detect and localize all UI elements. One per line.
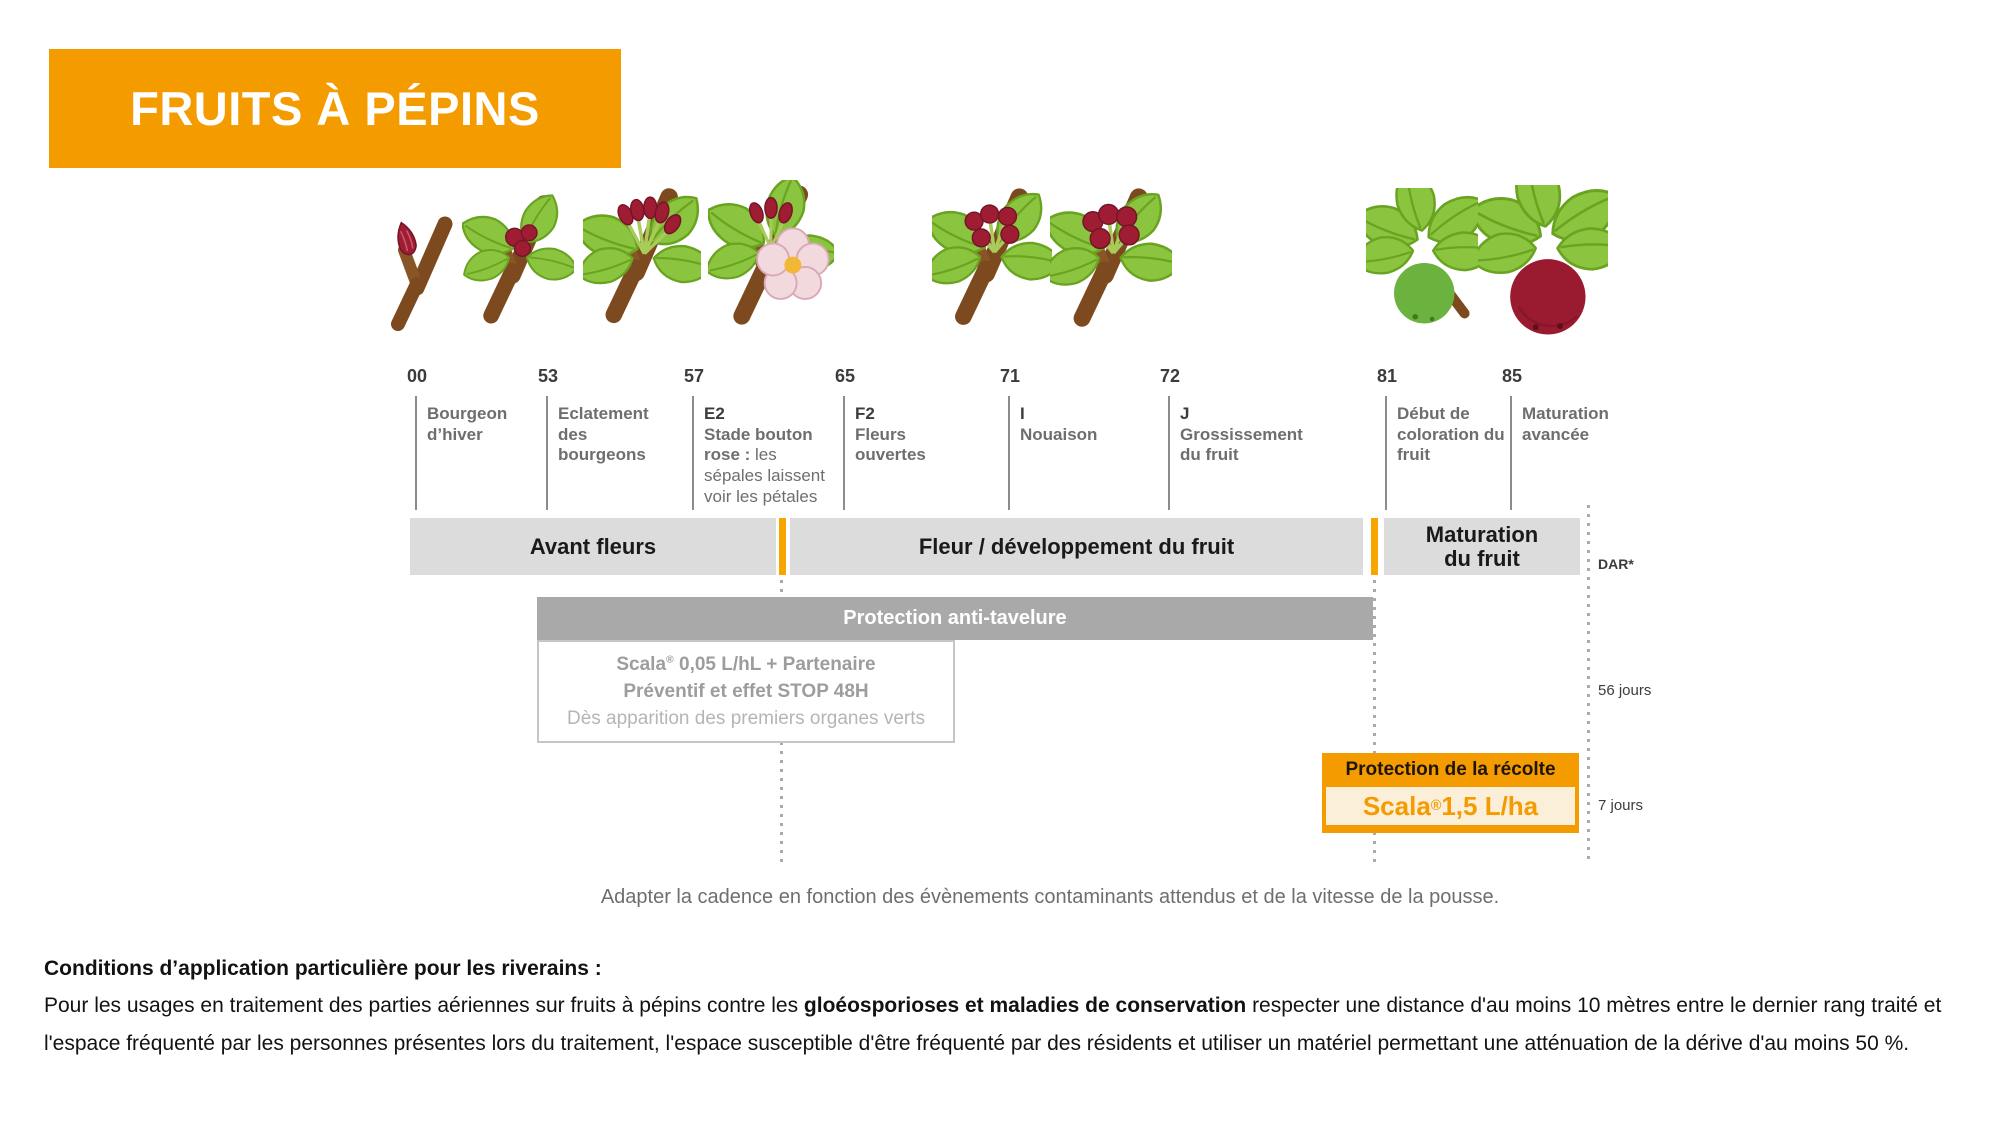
stage-marker-85: 85 Maturation avancée [1502, 366, 1609, 510]
guide-dotted-line [1373, 580, 1376, 862]
recolte-title: Protection de la récolte [1345, 759, 1556, 780]
tavelure-detail-box: Scala® 0,05 L/hL + Partenaire Préventif … [537, 640, 955, 743]
stage-tick-line [1385, 396, 1387, 510]
phase-label: Avant fleurs [529, 533, 657, 559]
phase-bar-maturation: Maturation du fruit [1384, 518, 1580, 575]
tavelure-bar-title: Protection anti-tavelure [537, 597, 1373, 640]
illustration-green-apple [1366, 188, 1478, 324]
illustration-bud-burst [462, 190, 574, 336]
stage-code: 71 [1000, 366, 1021, 386]
tavelure-dose: Scala® 0,05 L/hL + Partenaire [616, 653, 876, 675]
stage-marker-53: 53 Eclatement des bourgeons [538, 366, 649, 510]
stage-code: 85 [1502, 366, 1523, 386]
stage-tick-line [1510, 396, 1512, 510]
stage-label: Eclatement des bourgeons [558, 404, 649, 465]
tavelure-duration: 56 jours [1598, 682, 1652, 699]
phase-bar-avant-fleurs: Avant fleurs [410, 518, 776, 575]
illustration-fruit-set [932, 184, 1052, 338]
phase-divider [779, 518, 786, 575]
stage-label: Début de coloration du fruit [1397, 404, 1505, 465]
stage-code: 57 [684, 366, 705, 386]
recolte-duration: 7 jours [1598, 797, 1644, 814]
page-title: FRUITS À PÉPINS [49, 49, 621, 168]
recolte-block: Protection de la récolte Scala® 1,5 L/ha [1322, 753, 1579, 833]
illustration-open-flowers [708, 180, 834, 338]
stage-code: 72 [1160, 366, 1181, 386]
stage-marker-00: 00 Bourgeon d’hiver [407, 366, 507, 510]
stage-code: 00 [407, 366, 428, 386]
stage-tick-line [415, 396, 417, 510]
phase-divider [1371, 518, 1378, 575]
illustration-ripe-apple [1478, 185, 1608, 335]
illustration-winter-bud [372, 212, 472, 342]
tavelure-timing: Dès apparition des premiers organes vert… [566, 707, 925, 729]
stage-tick-line [692, 396, 694, 510]
stage-code: 81 [1377, 366, 1398, 386]
cadence-footnote: Adapter la cadence en fonction des évène… [600, 886, 1500, 908]
stage-tick-line [1008, 396, 1010, 510]
phase-label: Maturation du fruit [1425, 522, 1539, 571]
tavelure-effect: Préventif et effet STOP 48H [623, 680, 869, 702]
recolte-dose: Scala® 1,5 L/ha [1326, 787, 1575, 825]
illustration-fruit-growth [1050, 184, 1172, 340]
dar-label: DAR* [1598, 556, 1634, 572]
conditions-body: Pour les usages en traitement des partie… [44, 994, 1942, 1055]
stage-tick-line [1168, 396, 1170, 510]
phase-bar-fleur-developpement: Fleur / développement du fruit [790, 518, 1363, 575]
stage-marker-81: 81 Début de coloration du fruit [1377, 366, 1505, 510]
stage-label: Maturation avancée [1522, 404, 1609, 444]
phase-label: Fleur / développement du fruit [918, 533, 1235, 559]
stage-tick-line [546, 396, 548, 510]
stage-tick-line [843, 396, 845, 510]
dar-dotted-line [1587, 505, 1590, 862]
illustration-pink-bud [583, 186, 701, 336]
stage-label: Bourgeon d’hiver [427, 404, 508, 444]
stage-code: 65 [835, 366, 856, 386]
conditions-section: Conditions d’application particulière po… [44, 950, 1962, 1062]
stage-code: 53 [538, 366, 559, 386]
conditions-heading: Conditions d’application particulière po… [44, 957, 602, 980]
